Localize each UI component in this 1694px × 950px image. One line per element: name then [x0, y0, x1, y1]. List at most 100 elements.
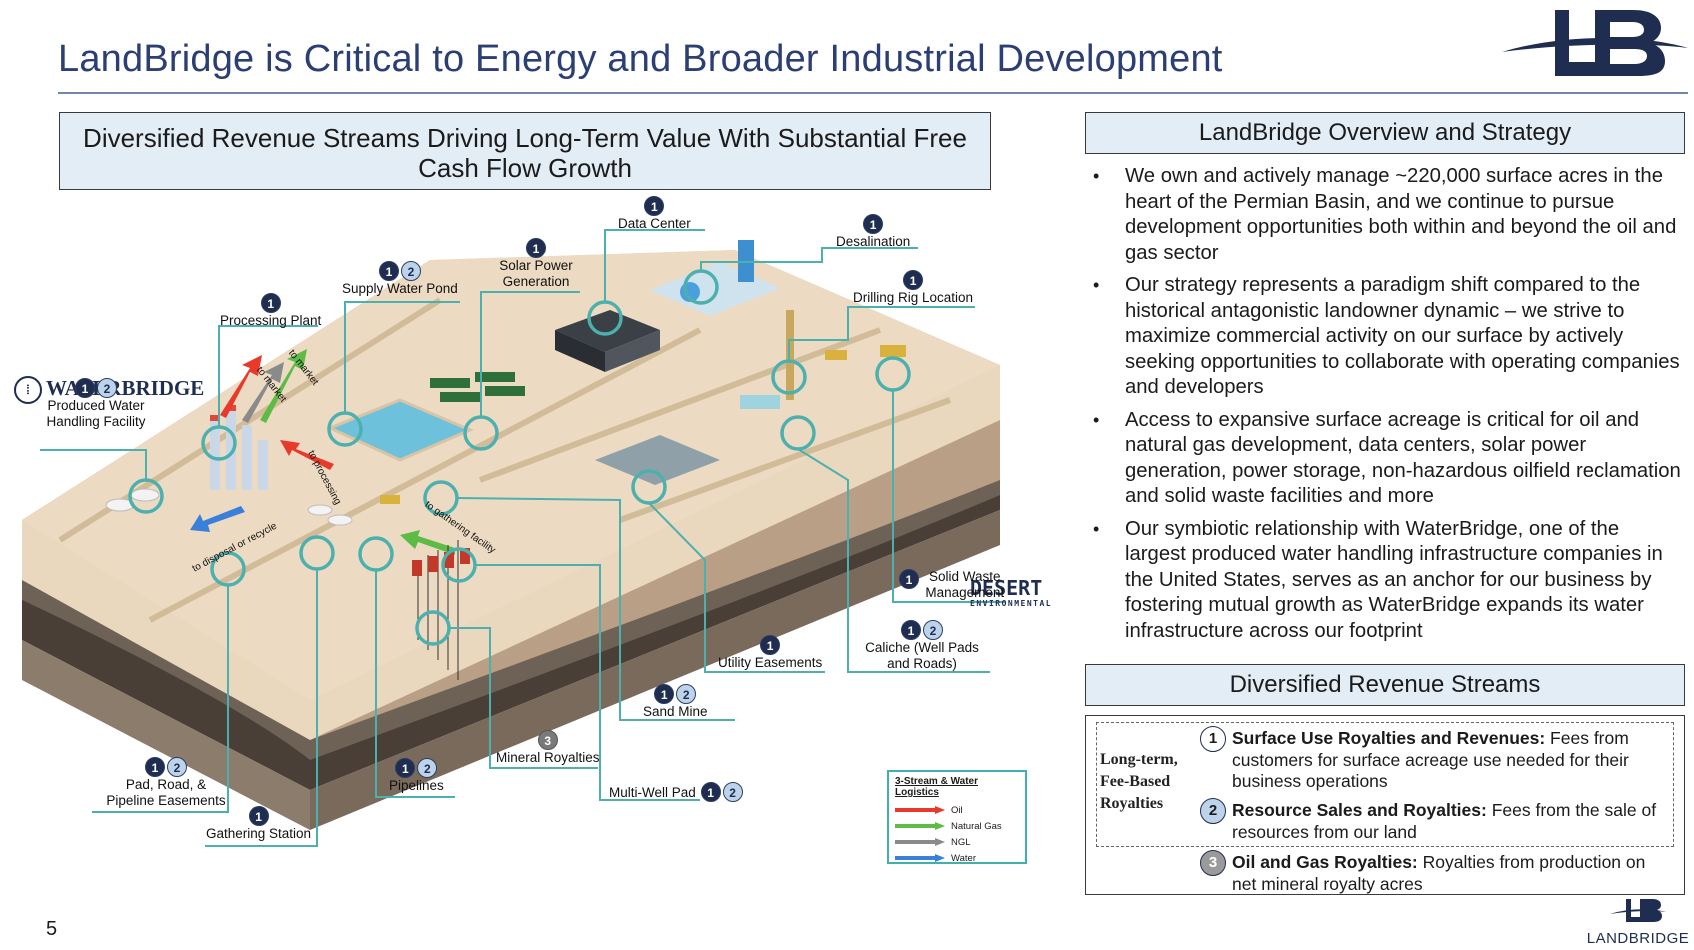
badge-1: 1 [901, 620, 921, 640]
badge-1: 1 [760, 635, 781, 655]
label-text: Caliche (Well Pads and Roads) [865, 640, 979, 671]
waterbridge-wordmark: WATERBRIDGE [46, 376, 205, 400]
revenue-item-text: Fees from the sale of resources from our… [1232, 800, 1657, 842]
badge-1: 1 [654, 684, 675, 704]
revenue-item-text: Fees from customers for surface acreage … [1232, 728, 1629, 791]
overview-bullet: Access to expansive surface acreage is c… [1085, 408, 1685, 510]
legend-label: Oil [951, 804, 963, 816]
page-number: 5 [46, 918, 58, 940]
badge-1: 1 [903, 270, 924, 290]
page-title: LandBridge is Critical to Energy and Bro… [58, 38, 1223, 80]
badge-1: 1 [526, 238, 546, 258]
label-text: Pipelines [389, 778, 444, 793]
label-text: Utility Easements [718, 655, 823, 670]
overview-bullet: Our symbiotic relationship with WaterBri… [1085, 517, 1685, 645]
legend-item-ngl: NGL [895, 834, 1019, 850]
waterbridge-icon: ⦙ [14, 376, 42, 405]
badge-1: 1 [248, 806, 269, 826]
label-text: Mineral Royalties [496, 750, 600, 765]
legend-title: 3-Stream & Water Logistics [895, 776, 978, 798]
revenue-box: Long-term, Fee-Based Royalties 1 Surface… [1085, 715, 1685, 895]
revenue-item-3: 3 Oil and Gas Royalties: Royalties from … [1200, 850, 1664, 895]
overview-bullet: Our strategy represents a paradigm shift… [1085, 273, 1685, 401]
land-use-diagram [22, 229, 1005, 847]
number-badge: 1 [1200, 726, 1226, 752]
label-text: Gathering Station [206, 826, 312, 841]
badge-3: 3 [537, 730, 558, 750]
label-utility: 1 Utility Easements [718, 635, 822, 671]
badge-2: 2 [97, 378, 117, 398]
landbridge-mark-icon [1610, 899, 1666, 922]
desert-wordmark: DESERT [970, 576, 1043, 600]
waterbridge-logo: ⦙WATERBRIDGE [14, 376, 205, 405]
revenue-item-title: Resource Sales and Royalties: [1232, 800, 1487, 820]
badge-1: 1 [899, 569, 919, 589]
footer-wordmark: LANDBRIDGE [1586, 930, 1690, 947]
badge-2: 2 [417, 758, 438, 778]
label-text: Processing Plant [220, 313, 322, 328]
fee-based-label: Long-term, Fee-Based Royalties [1100, 751, 1178, 812]
diagram-header: Diversified Revenue Streams Driving Long… [59, 112, 991, 190]
badge-1: 1 [260, 293, 281, 313]
badge-1: 1 [395, 758, 416, 778]
label-text: Drilling Rig Location [853, 290, 974, 305]
arrow-icon [895, 838, 945, 846]
revenue-item-text: Royalties from production on net mineral… [1232, 852, 1646, 894]
label-mineral-royalties: 3 Mineral Royalties [496, 730, 600, 766]
badge-1: 1 [863, 214, 884, 234]
badge-2: 2 [722, 782, 743, 802]
overview-bullet: We own and actively manage ~220,000 surf… [1085, 164, 1685, 266]
landbridge-logo [1502, 10, 1688, 76]
number-badge: 2 [1200, 798, 1226, 824]
legend-item-oil: Oil [895, 802, 1019, 818]
label-data-center: 1 Data Center [618, 196, 691, 232]
desert-sub: ENVIRONMENTAL [970, 599, 1053, 608]
legend-item-water: Water [895, 850, 1019, 866]
revenue-item-2: 2 Resource Sales and Royalties: Fees fro… [1200, 798, 1664, 843]
label-solid-waste: 1 Solid Waste Management [898, 569, 1006, 601]
desert-environmental-logo: DESERT ENVIRONMENTAL [970, 578, 1053, 612]
legend-item-natural-gas: Natural Gas [895, 818, 1019, 834]
label-text: Supply Water Pond [342, 281, 458, 296]
legend-label: Water [951, 852, 976, 864]
label-solar: 1 Solar Power Generation [497, 238, 575, 290]
label-text: Desalination [836, 234, 911, 249]
label-text: Data Center [618, 216, 691, 231]
revenue-item-title: Surface Use Royalties and Revenues: [1232, 728, 1546, 748]
revenue-header: Diversified Revenue Streams [1085, 664, 1685, 706]
legend-label: Natural Gas [951, 820, 1002, 832]
number-badge: 3 [1200, 850, 1226, 876]
arrow-icon [895, 806, 945, 814]
label-gathering-station: 1 Gathering Station [206, 806, 311, 842]
badge-2: 2 [400, 261, 421, 281]
badge-1: 1 [700, 782, 721, 802]
overview-header: LandBridge Overview and Strategy [1085, 112, 1685, 154]
label-text: Pad, Road, & Pipeline Easements [106, 777, 226, 808]
badge-1: 1 [644, 196, 665, 216]
revenue-item-title: Oil and Gas Royalties: [1232, 852, 1418, 872]
overview-bullets: We own and actively manage ~220,000 surf… [1085, 164, 1685, 651]
legend-label: NGL [951, 836, 971, 848]
badge-1: 1 [378, 261, 399, 281]
label-text: Sand Mine [643, 704, 708, 719]
label-drilling-rig: 1 Drilling Rig Location [853, 270, 973, 306]
title-divider [58, 92, 1688, 94]
logistics-legend: 3-Stream & Water Logistics Oil Natural G… [887, 770, 1027, 864]
badge-2: 2 [676, 684, 697, 704]
badge-1: 1 [75, 378, 95, 398]
arrow-icon [895, 822, 945, 830]
label-text: Solid Waste Management [925, 569, 1005, 600]
revenue-item-1: 1 Surface Use Royalties and Revenues: Fe… [1200, 726, 1664, 793]
badge-2: 2 [923, 620, 943, 640]
label-processing-plant: 1 Processing Plant [220, 293, 321, 329]
label-text: Produced Water Handling Facility [46, 398, 146, 429]
arrow-icon [895, 854, 945, 862]
badge-1: 1 [145, 757, 165, 777]
fee-based-group [1096, 722, 1674, 847]
